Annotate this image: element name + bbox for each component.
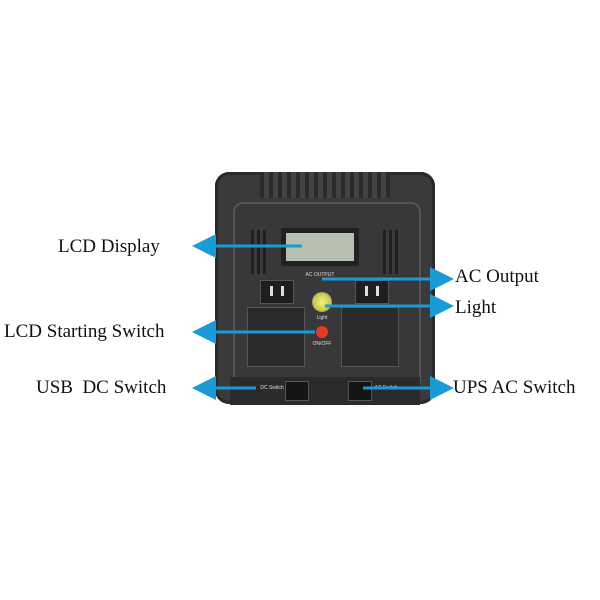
us-outlet: [260, 280, 294, 304]
dc-switch[interactable]: [285, 381, 309, 401]
side-vent: [251, 230, 269, 274]
universal-outlet: [341, 307, 399, 367]
ac-switch[interactable]: [348, 381, 372, 401]
lcd-display: [281, 228, 359, 266]
power-station: AC OUTPUT Light ON/OFF DC Switch AC Swit…: [215, 172, 435, 405]
callout-ups-ac-switch: UPS AC Switch: [453, 377, 576, 398]
light-label: Light: [316, 315, 328, 321]
ac-output-label: AC OUTPUT: [305, 272, 335, 278]
us-outlet: [355, 280, 389, 304]
dc-switch-label: DC Switch: [260, 385, 284, 391]
switch-bar: DC Switch AC Switch: [230, 377, 420, 405]
callout-lcd-starting-switch: LCD Starting Switch: [4, 321, 165, 342]
callout-usb-dc-switch: USB DC Switch: [36, 377, 167, 398]
top-vent: [260, 172, 390, 198]
callout-lcd-display: LCD Display: [58, 236, 160, 257]
universal-outlet: [247, 307, 305, 367]
onoff-label: ON/OFF: [312, 341, 332, 347]
callout-light: Light: [455, 297, 497, 318]
side-vent: [383, 230, 401, 274]
callout-ac-output: AC Output: [455, 266, 539, 287]
on-off-button[interactable]: [316, 326, 328, 338]
